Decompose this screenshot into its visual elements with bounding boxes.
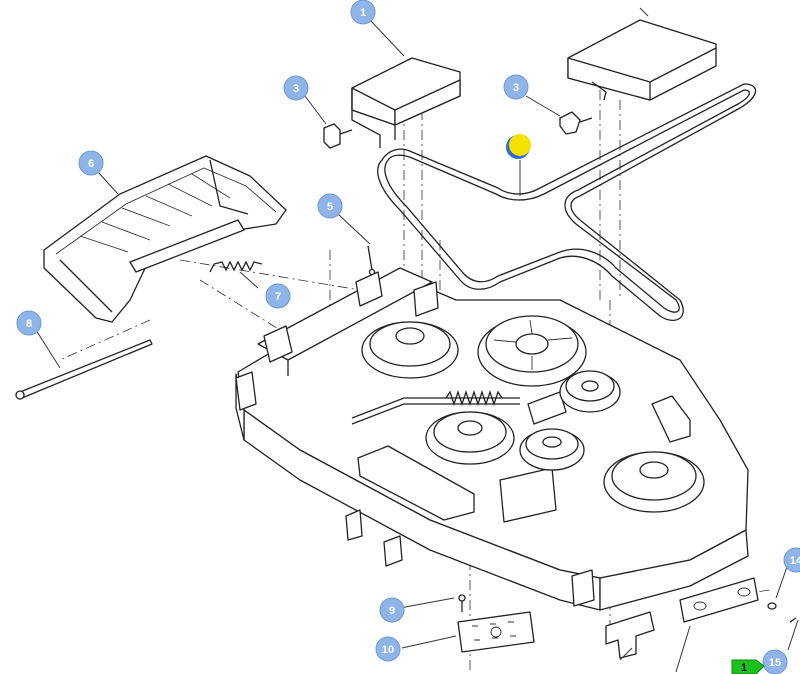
callout-label: 15 bbox=[769, 657, 781, 669]
callout-label: 3 bbox=[293, 83, 299, 95]
pin bbox=[367, 245, 376, 276]
bracket-plate-a bbox=[605, 611, 655, 659]
callout-10[interactable]: 10 bbox=[375, 636, 401, 662]
page-indicator[interactable]: 1 bbox=[731, 659, 765, 674]
callout-15[interactable]: 15 bbox=[762, 649, 788, 674]
screw-15 bbox=[789, 617, 797, 623]
pulley-left-top bbox=[361, 321, 459, 379]
deflector-spring bbox=[209, 260, 263, 273]
highlight-marker[interactable] bbox=[506, 134, 531, 159]
callout-label: 6 bbox=[88, 158, 94, 170]
pulley-idler-right bbox=[559, 370, 621, 413]
belt-cover-left bbox=[351, 57, 461, 148]
page-indicator-label: 1 bbox=[741, 662, 747, 674]
callout-circle[interactable] bbox=[283, 75, 309, 101]
pulley-right bbox=[603, 451, 705, 513]
callout-circle[interactable] bbox=[375, 636, 401, 662]
callout-3-left[interactable]: 3 bbox=[283, 75, 309, 101]
callout-label: 9 bbox=[389, 605, 395, 617]
callout-label: 3 bbox=[513, 82, 519, 94]
callout-6[interactable]: 6 bbox=[78, 150, 104, 176]
callout-7[interactable]: 7 bbox=[265, 283, 291, 309]
washer-14 bbox=[767, 602, 777, 610]
callout-circle[interactable] bbox=[503, 74, 529, 100]
leader-lines bbox=[35, 7, 799, 673]
callout-circle[interactable] bbox=[16, 310, 42, 336]
pulley-idler-center bbox=[519, 428, 585, 471]
callout-label: 8 bbox=[26, 318, 32, 330]
decal-plate bbox=[457, 611, 535, 653]
callout-label: 14 bbox=[790, 555, 800, 567]
callout-9[interactable]: 9 bbox=[379, 597, 405, 623]
bracket-plate-b bbox=[679, 577, 759, 623]
belt-cover-right bbox=[567, 19, 717, 101]
callout-8[interactable]: 8 bbox=[16, 310, 42, 336]
callout-label: 1 bbox=[360, 7, 366, 19]
callout-circle[interactable] bbox=[317, 193, 343, 219]
callout-circle[interactable] bbox=[265, 283, 291, 309]
pivot-rod bbox=[15, 339, 153, 400]
callout-14[interactable]: 14 bbox=[783, 547, 800, 573]
callout-circle[interactable] bbox=[762, 649, 788, 674]
callout-label: 5 bbox=[327, 201, 333, 213]
drive-belt bbox=[377, 83, 757, 321]
screw-9 bbox=[458, 594, 466, 612]
knob-right bbox=[559, 111, 593, 135]
callout-circle[interactable] bbox=[350, 0, 376, 25]
callout-label: 10 bbox=[382, 644, 394, 656]
callout-1[interactable]: 1 bbox=[350, 0, 376, 25]
grass-deflector bbox=[43, 155, 287, 323]
callout-circle[interactable] bbox=[783, 547, 800, 573]
callout-3-right[interactable]: 3 bbox=[503, 74, 529, 100]
knob-left bbox=[323, 123, 353, 149]
callout-5[interactable]: 5 bbox=[317, 193, 343, 219]
pulley-left-lower bbox=[425, 411, 515, 465]
callout-circle[interactable] bbox=[379, 597, 405, 623]
pulley-center-large bbox=[477, 315, 587, 387]
callout-label: 7 bbox=[275, 291, 281, 303]
callout-circle[interactable] bbox=[78, 150, 104, 176]
